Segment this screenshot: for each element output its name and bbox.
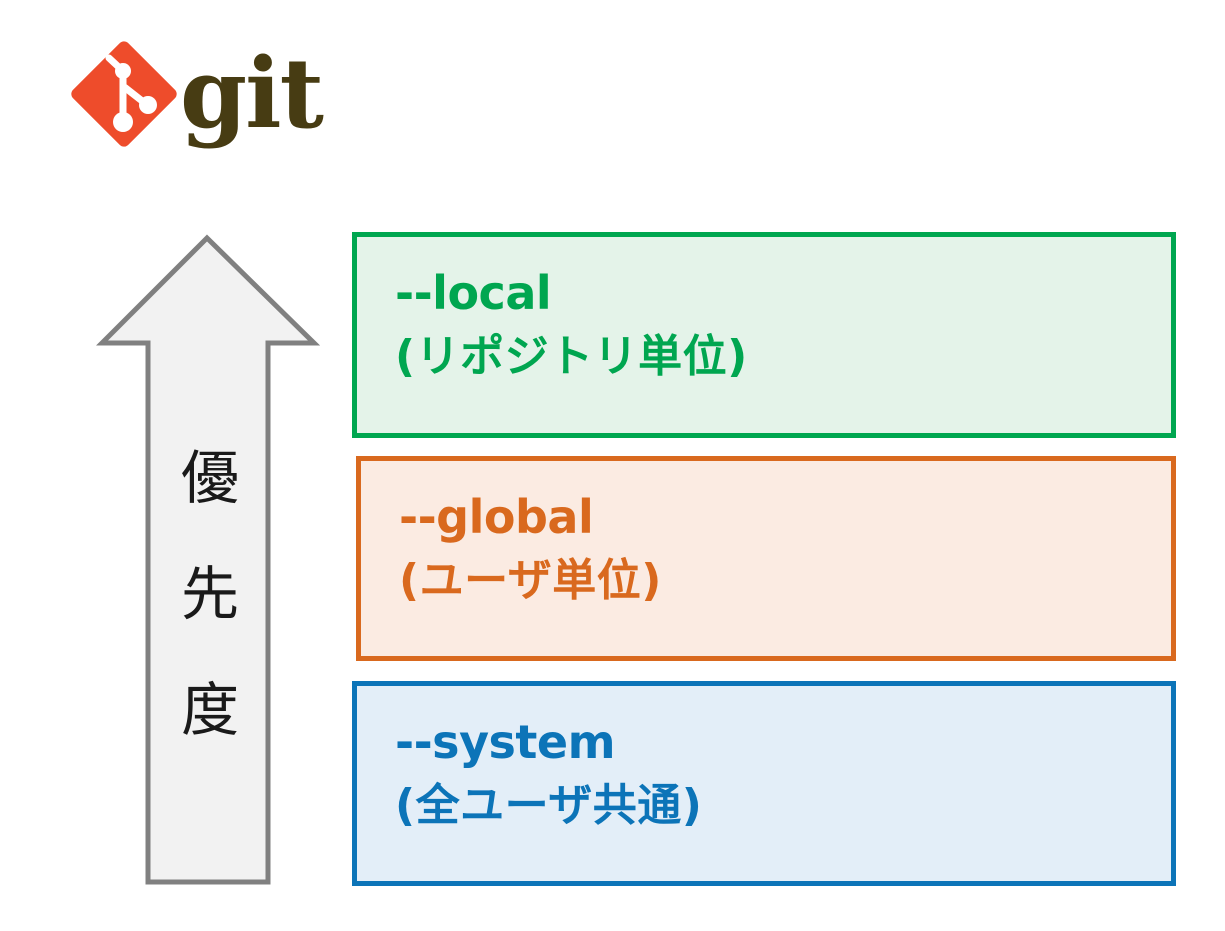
scope-description-system: (全ユーザ共通) xyxy=(395,780,703,831)
scope-flag-local: --local xyxy=(395,266,552,320)
git-wordmark: git xyxy=(180,37,324,150)
scope-box-global: --global (ユーザ単位) xyxy=(356,456,1176,661)
scope-box-local: --local (リポジトリ単位) xyxy=(352,232,1176,438)
scope-flag-system: --system xyxy=(395,715,616,769)
git-logo: git xyxy=(60,30,340,160)
scope-flag-global: --global xyxy=(399,490,594,544)
priority-arrow xyxy=(96,230,320,890)
scope-box-system: --system (全ユーザ共通) xyxy=(352,681,1176,886)
git-diamond-logo-icon xyxy=(68,38,180,150)
scope-description-global: (ユーザ単位) xyxy=(399,555,662,606)
scope-description-local: (リポジトリ単位) xyxy=(395,331,748,382)
